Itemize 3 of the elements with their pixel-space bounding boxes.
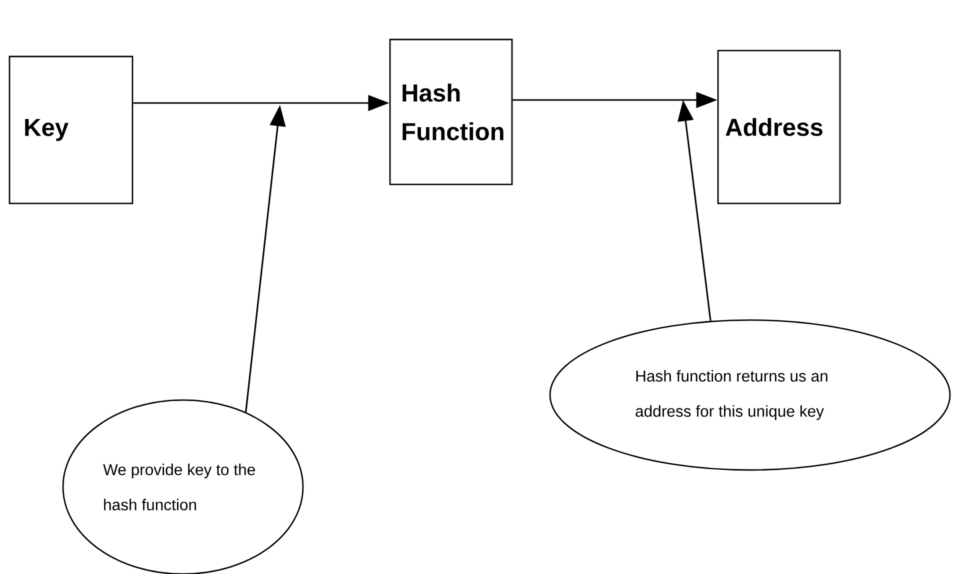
process-box: Key	[8, 56, 134, 204]
process-box: Hash Function	[389, 38, 513, 186]
process-box: Address	[717, 50, 841, 204]
